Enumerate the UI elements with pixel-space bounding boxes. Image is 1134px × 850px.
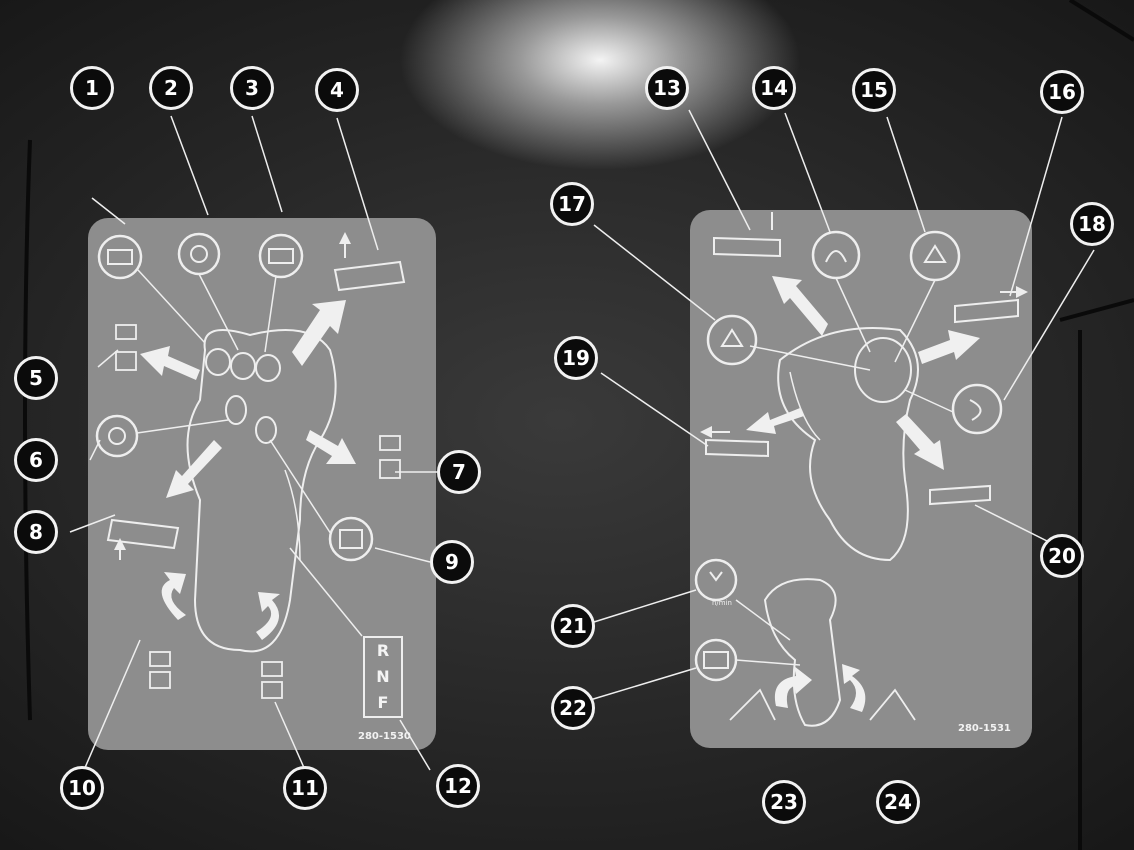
callout-13: 13 (645, 66, 689, 110)
left-decal-part-number: 280-1530 (358, 731, 411, 742)
callout-10: 10 (60, 766, 104, 810)
callout-9: 9 (430, 540, 474, 584)
callout-2: 2 (149, 66, 193, 110)
callout-21: 21 (551, 604, 595, 648)
right-decal (590, 110, 1094, 748)
callout-19: 19 (554, 336, 598, 380)
callout-1: 1 (70, 66, 114, 110)
callout-16: 16 (1040, 70, 1084, 114)
callout-17: 17 (550, 182, 594, 226)
callout-22: 22 (551, 686, 595, 730)
callout-23: 23 (762, 780, 806, 824)
gear-position-r: R (377, 643, 389, 659)
callout-14: 14 (752, 66, 796, 110)
callout-18: 18 (1070, 202, 1114, 246)
engine-speed-unit: n/min (712, 599, 732, 607)
callout-11: 11 (283, 766, 327, 810)
callout-12: 12 (436, 764, 480, 808)
callout-24: 24 (876, 780, 920, 824)
callout-7: 7 (437, 450, 481, 494)
gear-position-n: N (376, 669, 389, 685)
right-decal-part-number: 280-1531 (958, 723, 1011, 734)
callout-20: 20 (1040, 534, 1084, 578)
gear-position-f: F (378, 695, 389, 711)
callout-4: 4 (315, 68, 359, 112)
callout-6: 6 (14, 438, 58, 482)
callout-8: 8 (14, 510, 58, 554)
callout-15: 15 (852, 68, 896, 112)
callout-3: 3 (230, 66, 274, 110)
callout-5: 5 (14, 356, 58, 400)
gear-positions-box: R N F (363, 636, 403, 718)
